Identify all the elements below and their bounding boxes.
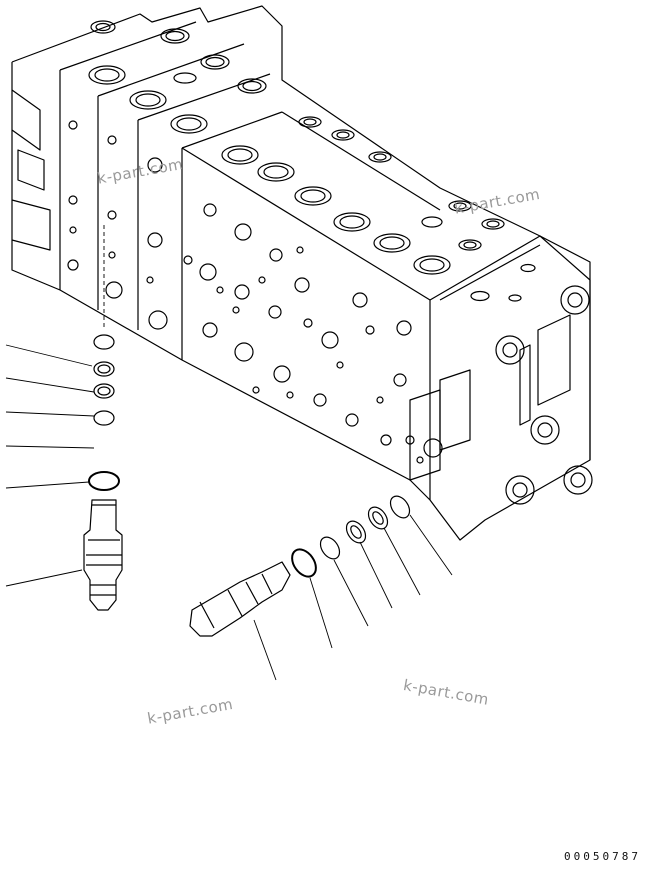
valve-body bbox=[11, 5, 593, 541]
o-ring-6 bbox=[291, 548, 317, 578]
o-ring-4 bbox=[389, 495, 411, 519]
right-relief-valve-parts bbox=[189, 495, 453, 681]
o-ring-5 bbox=[319, 536, 341, 560]
backup-ring-1 bbox=[93, 361, 115, 377]
backup-ring-4 bbox=[345, 520, 367, 544]
backup-ring-3 bbox=[367, 506, 389, 530]
left-relief-valve-parts bbox=[5, 225, 123, 611]
top-ports bbox=[88, 20, 536, 302]
backup-ring-2 bbox=[93, 383, 115, 399]
drawing-number: 00050787 bbox=[564, 850, 641, 863]
o-ring-3 bbox=[88, 471, 120, 491]
front-face-holes bbox=[67, 120, 424, 464]
relief-valve-right bbox=[189, 561, 291, 637]
relief-valve-left bbox=[83, 499, 123, 611]
o-ring-2 bbox=[93, 410, 115, 426]
o-ring-1 bbox=[93, 334, 115, 350]
